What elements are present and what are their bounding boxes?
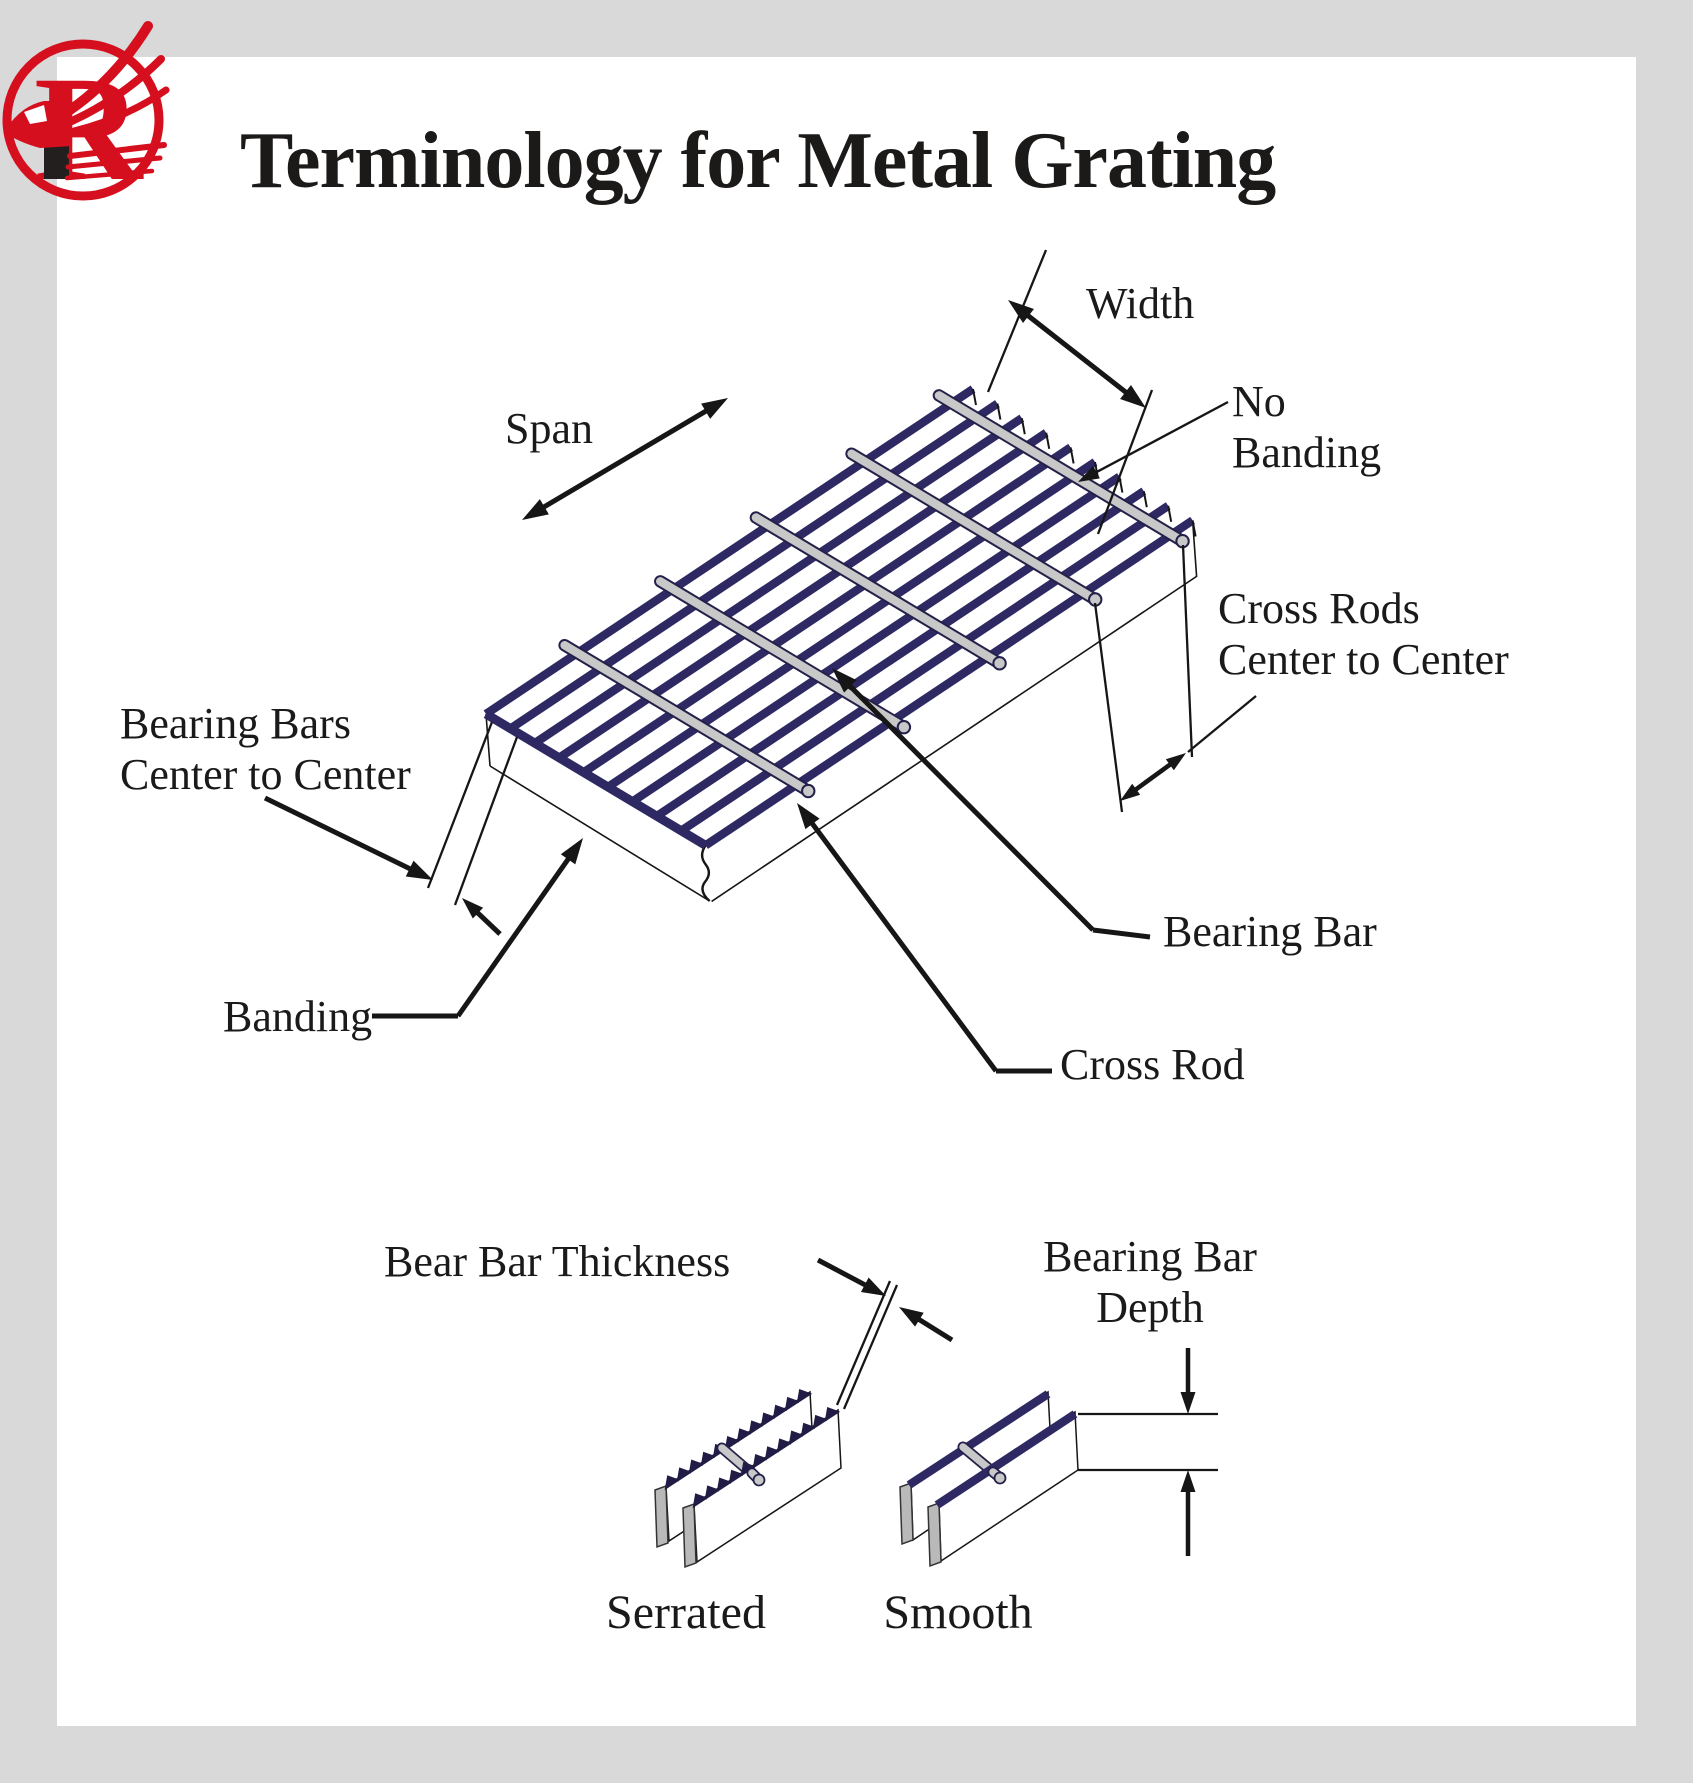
label-banding: Banding (223, 992, 373, 1041)
label-cross-rod: Cross Rod (1060, 1040, 1245, 1089)
label-bear-bar-thickness: Bear Bar Thickness (384, 1237, 731, 1286)
wing-feather-1 (65, 21, 153, 115)
label-width: Width (1086, 279, 1195, 328)
label-serrated: Serrated (606, 1586, 766, 1639)
wing-feather-2 (68, 55, 165, 125)
card-background (57, 57, 1636, 1726)
belly-line-1 (67, 142, 167, 159)
eagle-r-logo-icon: R (2, 21, 170, 212)
eagle-eye (24, 105, 47, 124)
label-smooth: Smooth (883, 1586, 1033, 1639)
label-bearing-bar-depth: Bearing Bar Depth (1043, 1232, 1257, 1333)
label-span: Span (505, 404, 593, 453)
eagle-head-icon (4, 101, 72, 148)
label-cross-rods-center-to-center: Cross Rods Center to Center (1218, 584, 1509, 685)
label-no-banding: No Banding (1232, 377, 1382, 478)
belly-line-3 (64, 168, 155, 181)
belly-line-2 (65, 155, 163, 170)
label-bearing-bar: Bearing Bar (1163, 907, 1377, 956)
page-title: Terminology for Metal Grating (240, 117, 1276, 205)
wing-feather-3 (70, 86, 170, 135)
label-bearing-bars-center-to-center: Bearing Bars Center to Center (120, 699, 411, 800)
